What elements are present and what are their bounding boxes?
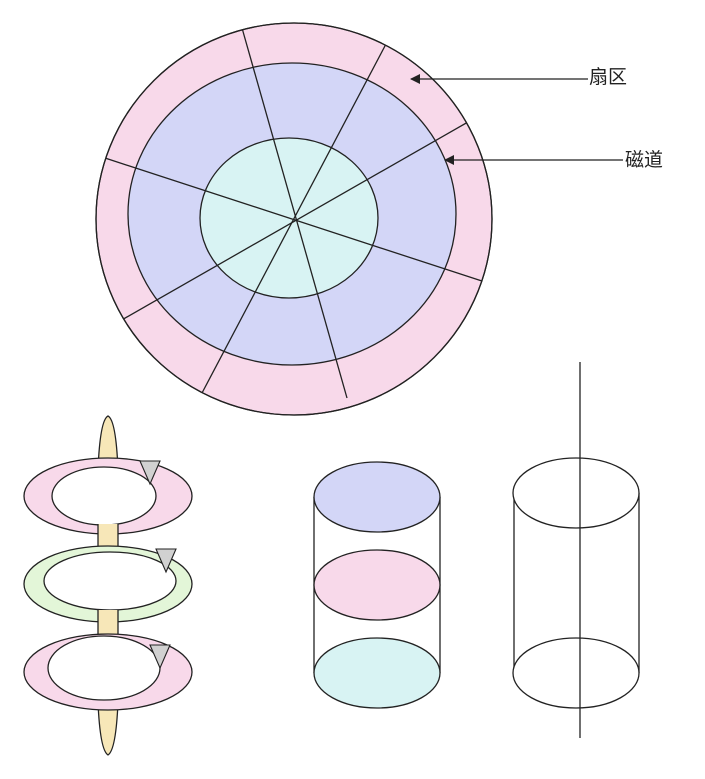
cylinder-top-ellipse xyxy=(512,457,640,529)
spindle-bottom xyxy=(97,701,119,756)
read-head-triangle xyxy=(155,548,177,574)
sector-line xyxy=(241,27,348,399)
track-annotation: 磁道 xyxy=(444,149,663,171)
spindle-segment xyxy=(98,610,118,638)
platter-3 xyxy=(23,633,193,711)
platter-top-view xyxy=(95,22,493,416)
cylinder-bottom-ellipse xyxy=(512,637,640,709)
read-head-triangle xyxy=(139,460,161,486)
platter-stack-side-view xyxy=(23,415,193,756)
sector-annotation: 扇区 xyxy=(410,66,627,88)
track-label: 磁道 xyxy=(625,149,663,171)
sector-line xyxy=(201,43,387,394)
sector-line xyxy=(119,121,469,322)
spindle-top xyxy=(97,415,119,471)
sector-divider-lines xyxy=(104,27,486,399)
spindle-segment xyxy=(98,524,118,552)
sector-label: 扇区 xyxy=(589,66,627,88)
cylinder-disc-top xyxy=(313,461,441,533)
platter-1 xyxy=(23,457,193,535)
cylinder-disc-bottom xyxy=(313,637,441,709)
cylinder-disc-middle xyxy=(313,549,441,621)
cylinder-colored xyxy=(313,461,441,709)
sector-line xyxy=(104,157,486,283)
read-head-triangle xyxy=(149,644,171,670)
cylinder-with-axis xyxy=(512,362,640,738)
